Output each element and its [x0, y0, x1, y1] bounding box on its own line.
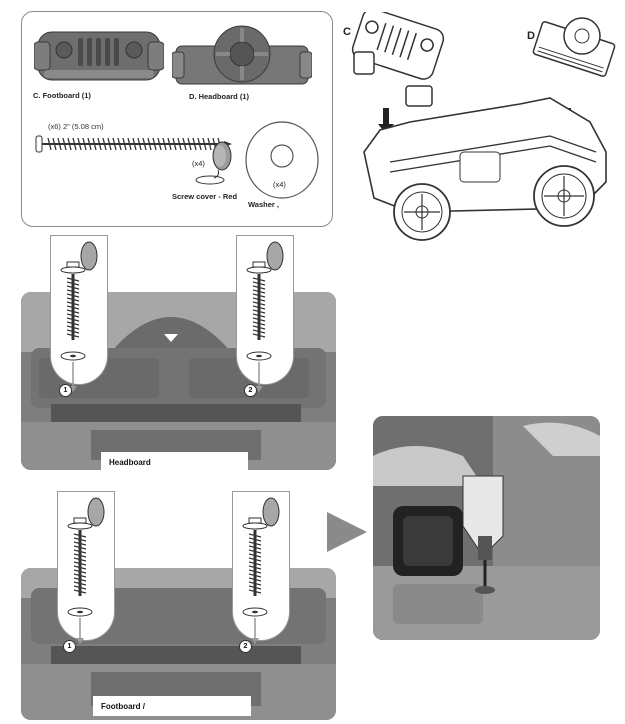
footboard-label: C. Footboard (1) — [33, 91, 91, 100]
part-d-marker: D — [527, 30, 535, 42]
screw-part-image — [35, 135, 232, 153]
screw-quantity-label: (x6) 2" (5.08 cm) — [48, 122, 104, 131]
footboard-part-image — [34, 31, 164, 81]
headboard-part-image — [172, 25, 312, 85]
washer-part-image — [245, 121, 319, 199]
washer-quantity: (x4) — [273, 180, 286, 189]
vehicle-assembly-illustration — [351, 12, 616, 241]
screw-stack-1a — [60, 241, 98, 392]
screw-cover-part-image — [195, 141, 232, 185]
screw-stack-2a — [67, 497, 105, 644]
headboard-label: D. Headboard (1) — [189, 92, 250, 101]
screw-cover-label: Screw cover - Red — [172, 192, 238, 201]
step-marker-2-headboard: 2 — [244, 384, 257, 397]
step-marker-1-headboard: 1 — [59, 384, 72, 397]
screw-cover-quantity: (x4) — [192, 159, 205, 168]
step-marker-2-footboard: 2 — [239, 640, 252, 653]
drill-photo-art — [373, 416, 600, 640]
drill-photo — [373, 416, 600, 640]
headboard-tag: Headboard — [101, 452, 248, 470]
washer-label: Washer , — [248, 200, 279, 209]
footboard-floating — [351, 12, 445, 107]
headboard-floating — [532, 17, 616, 77]
screw-stack-2b — [242, 497, 280, 644]
next-step-arrow-icon — [327, 512, 367, 552]
footboard-tag: Footboard / — [93, 696, 251, 716]
part-c-marker: C — [343, 26, 351, 38]
screw-stack-1b — [246, 241, 284, 392]
step-marker-1-footboard: 1 — [63, 640, 76, 653]
